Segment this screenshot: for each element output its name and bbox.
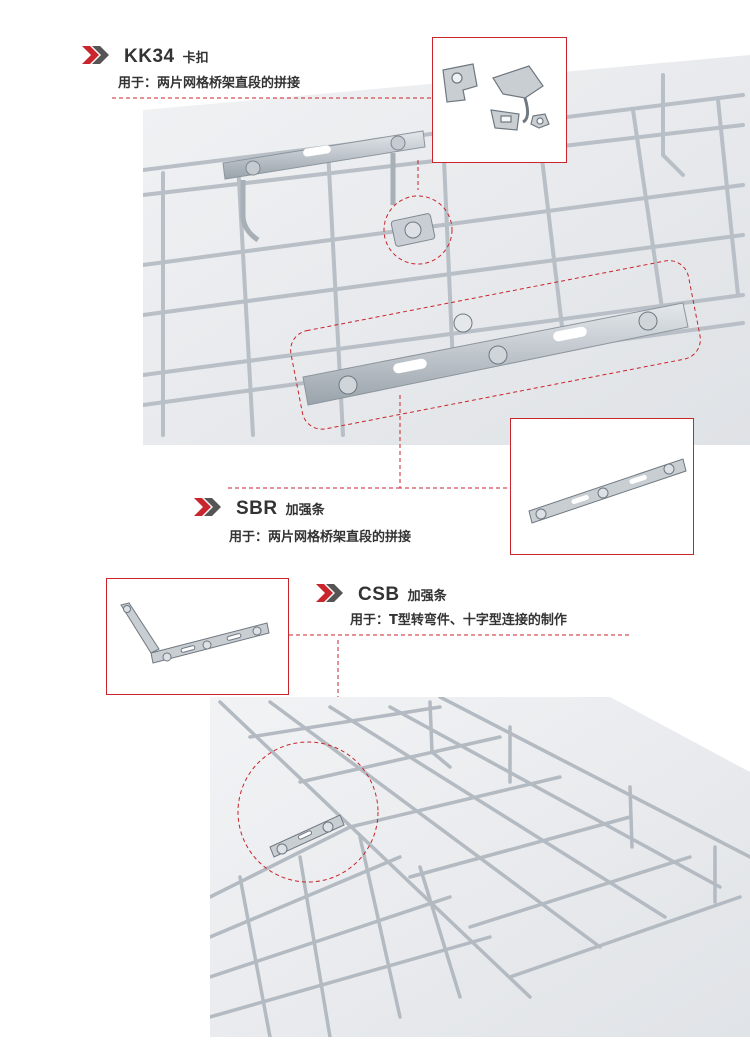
chevron-arrow-icon xyxy=(316,584,352,602)
product-photo-kk34-sbr xyxy=(143,55,750,445)
chevron-arrow-icon xyxy=(82,46,118,64)
section-code: KK34 xyxy=(124,46,175,67)
section-name: 卡扣 xyxy=(182,51,209,66)
section-name: 加强条 xyxy=(407,589,447,604)
section-name: 加强条 xyxy=(285,503,325,518)
section-code: SBR xyxy=(236,498,278,519)
inset-kk34-parts xyxy=(432,37,567,163)
section-csb-title: CSB 加强条 xyxy=(316,582,447,606)
section-sbr-title: SBR 加强条 xyxy=(194,496,325,520)
section-code: CSB xyxy=(358,584,400,605)
inset-csb-strip xyxy=(106,578,289,695)
chevron-arrow-icon xyxy=(194,498,230,516)
section-kk34-title: KK34 卡扣 xyxy=(82,44,209,68)
section-usage: 用于：两片网格桥架直段的拼接 xyxy=(229,530,412,545)
callout-lines-kk34 xyxy=(112,97,510,489)
section-usage: 用于：两片网格桥架直段的拼接 xyxy=(118,76,301,91)
product-photo-csb xyxy=(210,697,750,1037)
inset-sbr-strip xyxy=(510,418,694,555)
section-usage: 用于：T型转弯件、十字型连接的制作 xyxy=(350,613,567,628)
